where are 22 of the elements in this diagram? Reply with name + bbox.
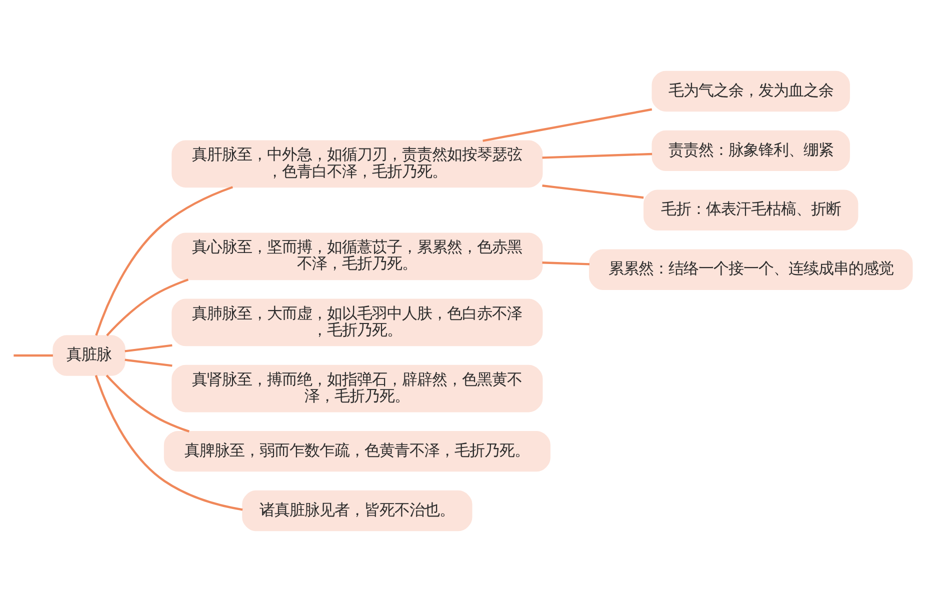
node-box: 责责然：脉象锋利、绷紧 xyxy=(652,130,850,172)
node-box: 真肺脉至，大而虚，如以毛羽中人肤，色白赤不泽，毛折乃死。 xyxy=(172,298,543,346)
connector xyxy=(95,186,234,336)
connector xyxy=(94,375,243,511)
node-box: 真脾脉至，弱而乍数乍疏，色黄青不泽，毛折乃死。 xyxy=(164,430,550,472)
connector xyxy=(542,152,652,159)
node-box: 累累然：结络一个接一个、连续成串的感觉 xyxy=(588,249,913,290)
node-box: 真脏脉 xyxy=(52,335,126,376)
connector xyxy=(106,278,189,336)
node-box: 真肾脉至，搏而绝，如指弹石，辟辟然，色黑黄不泽，毛折乃死。 xyxy=(172,364,543,412)
node-box: 诸真脏脉见者，皆死不治也。 xyxy=(242,490,472,532)
node-box: 毛为气之余，发为血之余 xyxy=(652,70,850,112)
node-box: 毛折：体表汗毛枯槁、折断 xyxy=(644,190,858,231)
connector xyxy=(542,184,644,199)
connector xyxy=(124,358,172,367)
node-box: 真肝脉至，中外急，如循刀刃，责责然如按琴瑟弦，色青白不泽，毛折乃死。 xyxy=(172,140,543,188)
connector xyxy=(106,374,190,432)
node-box: 真心脉至，坚而搏，如循薏苡子，累累然，色赤黑不泽，毛折乃死。 xyxy=(172,232,543,280)
connector xyxy=(14,354,53,357)
connector xyxy=(542,262,590,266)
connector xyxy=(482,108,652,142)
connector xyxy=(124,344,172,352)
